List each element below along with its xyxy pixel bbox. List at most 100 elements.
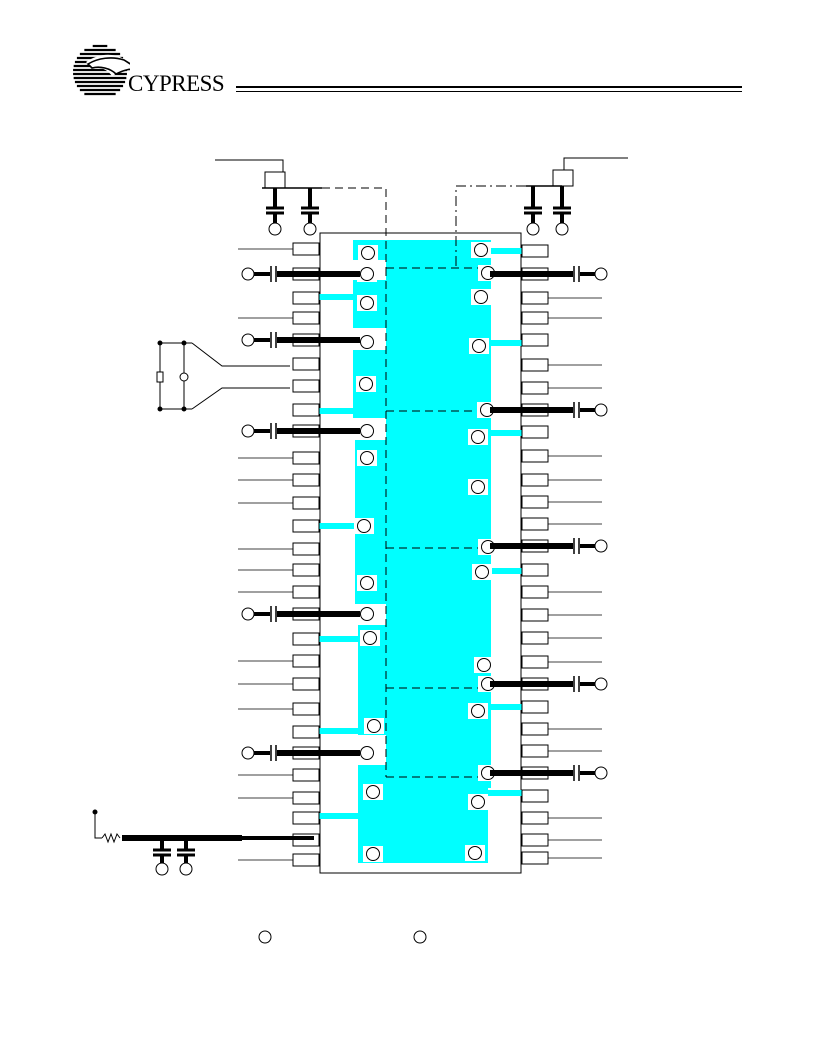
via-symbol — [366, 847, 380, 861]
via-symbol — [468, 846, 482, 860]
right-pin-pad — [521, 655, 549, 669]
left-pin-pad — [292, 242, 320, 256]
left-pin-pad — [292, 654, 320, 668]
right-pin-pad — [521, 744, 549, 758]
page-header: CYPRESS — [0, 0, 816, 110]
via-symbol — [471, 430, 485, 444]
right-pin-pad — [521, 244, 549, 258]
bottom-left-filter — [92, 809, 314, 876]
via-symbol — [359, 377, 373, 391]
left-pin-pad — [292, 357, 320, 371]
via-symbol — [367, 719, 381, 733]
copper-pour — [300, 240, 542, 863]
via-symbol — [474, 290, 488, 304]
left-pin-pad — [292, 677, 320, 691]
left-decoupling-capacitor — [241, 332, 360, 348]
right-pin-pad — [521, 700, 549, 714]
company-name: CYPRESS — [128, 71, 225, 96]
left-pin-pad — [292, 311, 320, 325]
via-symbol — [472, 339, 486, 353]
left-pin-pad — [292, 403, 320, 417]
left-pin-pad — [292, 519, 320, 533]
via-symbol — [357, 519, 371, 533]
right-decoupling-capacitor — [490, 402, 608, 418]
via-symbol — [475, 565, 489, 579]
via-symbol — [471, 480, 485, 494]
via-symbol — [360, 607, 374, 621]
right-pin-pad — [521, 311, 549, 325]
right-pin-pad — [521, 473, 549, 487]
left-signal-leads — [238, 248, 293, 861]
via-symbol — [360, 576, 374, 590]
left-pin-pad — [292, 725, 320, 739]
via-symbol — [360, 746, 374, 760]
left-pin-pad — [292, 473, 320, 487]
via-symbol — [360, 335, 374, 349]
left-pin-pad — [292, 379, 320, 393]
left-pin-pad — [292, 853, 320, 867]
left-pin-pad — [292, 451, 320, 465]
via-symbol — [360, 451, 374, 465]
right-decoupling-capacitor — [490, 676, 608, 692]
right-pin-pad — [521, 425, 549, 439]
right-decoupling-capacitor — [490, 266, 608, 282]
legend — [258, 930, 427, 944]
left-pin-pad — [292, 291, 320, 305]
top-left-regulator — [215, 159, 322, 236]
left-pin-pad — [292, 563, 320, 577]
left-pin-pad — [292, 791, 320, 805]
via-symbol — [360, 267, 374, 281]
left-decoupling-capacitor — [241, 266, 360, 282]
right-pin-pad — [521, 789, 549, 803]
via-symbol — [363, 631, 377, 645]
decoupling-capacitors — [241, 266, 608, 781]
right-decoupling-capacitor — [490, 538, 608, 554]
dash-dot-boundary — [455, 185, 526, 270]
left-decoupling-capacitor — [241, 745, 360, 761]
top-right-regulator — [524, 157, 628, 236]
via-symbol — [361, 246, 375, 260]
right-pin-pad — [521, 811, 549, 825]
right-pin-pad — [521, 608, 549, 622]
header-rule — [236, 86, 742, 88]
right-pin-pad — [521, 631, 549, 645]
left-pin-pad — [292, 632, 320, 646]
right-pin-pad — [521, 333, 549, 347]
crystal-circuit — [156, 340, 290, 412]
right-signal-leads — [548, 297, 602, 859]
via-symbol — [474, 243, 488, 257]
via-symbol — [366, 785, 380, 799]
cypress-logo-icon — [73, 44, 130, 96]
right-pin-pad — [521, 449, 549, 463]
via-symbol — [471, 795, 485, 809]
left-pin-pad — [292, 496, 320, 510]
left-decoupling-capacitor — [241, 606, 360, 622]
left-pin-pad — [292, 585, 320, 599]
right-pin-pad — [521, 833, 549, 847]
dashed-boundaries — [322, 187, 478, 778]
via-symbol — [360, 424, 374, 438]
left-decoupling-capacitor — [241, 423, 360, 439]
right-pin-pad — [521, 381, 549, 395]
right-pin-pad — [521, 358, 549, 372]
right-decoupling-capacitor — [490, 765, 608, 781]
via-symbol — [471, 704, 485, 718]
right-pin-pad — [521, 517, 549, 531]
right-pin-pad — [521, 585, 549, 599]
left-pin-row — [292, 242, 320, 867]
right-pin-pad — [521, 495, 549, 509]
via-group — [354, 242, 498, 862]
via-symbol — [360, 296, 374, 310]
right-pin-pad — [521, 851, 549, 865]
left-pin-pad — [292, 702, 320, 716]
via-symbol — [477, 658, 491, 672]
right-pin-pad — [521, 563, 549, 577]
legend-via-symbol — [258, 930, 272, 944]
left-pin-pad — [292, 768, 320, 782]
left-pin-pad — [292, 542, 320, 556]
header-rule-thin — [236, 91, 742, 92]
legend-via-symbol — [413, 930, 427, 944]
right-pin-pad — [521, 722, 549, 736]
right-pin-pad — [521, 291, 549, 305]
